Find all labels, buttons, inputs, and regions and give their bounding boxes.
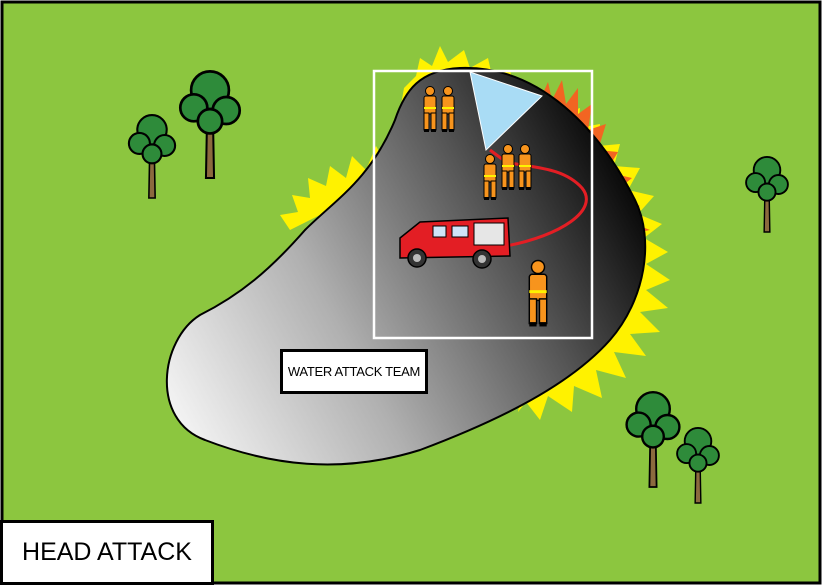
page-title: HEAD ATTACK: [0, 520, 214, 585]
water-attack-team-label: WATER ATTACK TEAM: [280, 349, 428, 394]
